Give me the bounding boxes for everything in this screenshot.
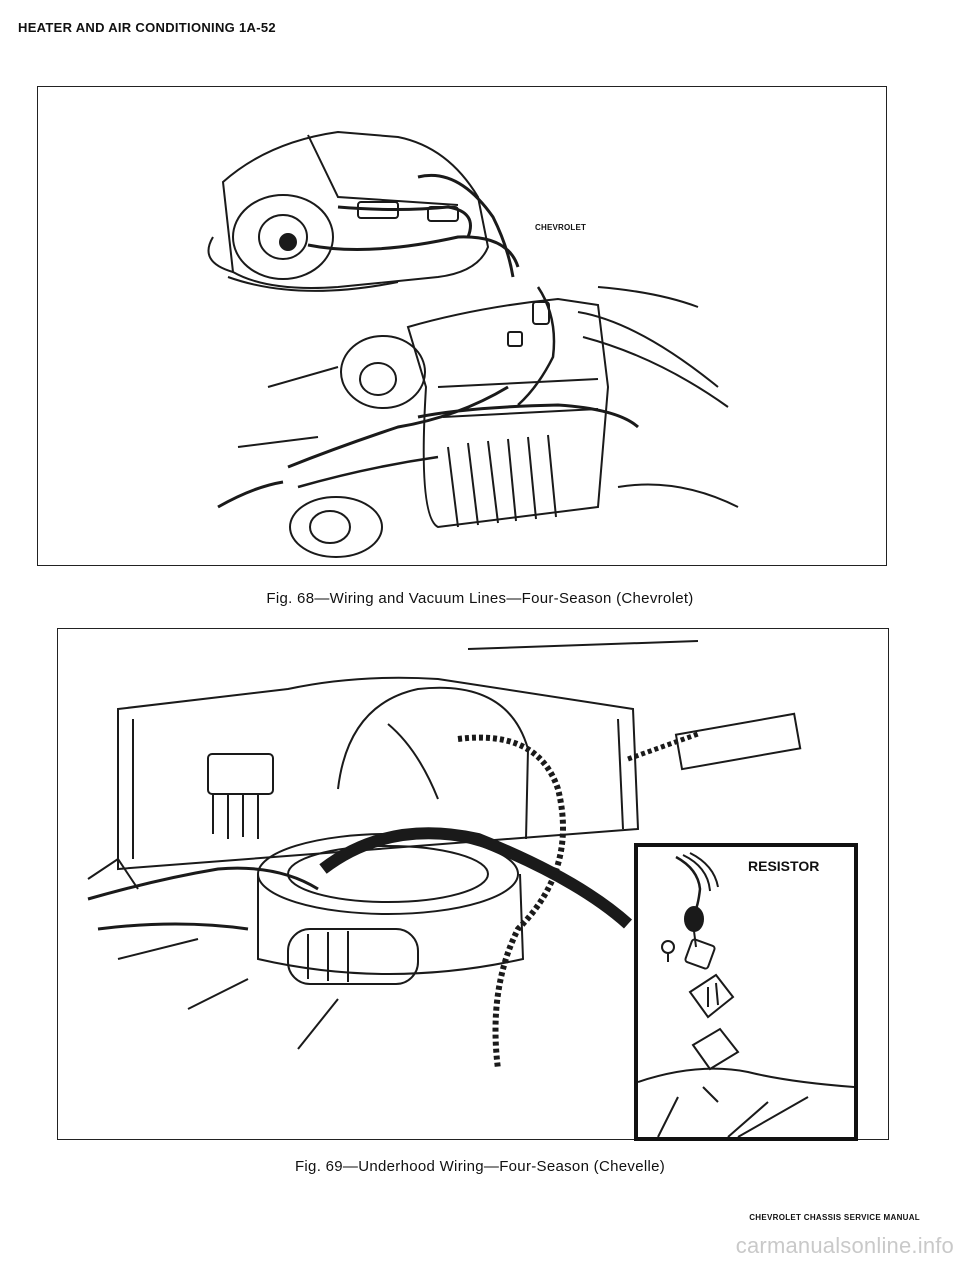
figure-69: RESISTOR <box>57 628 889 1141</box>
callout-chevrolet: CHEVROLET <box>535 223 587 232</box>
figure-68-caption: Fig. 68—Wiring and Vacuum Lines—Four-Sea… <box>266 590 694 607</box>
figure-68: CHEVROLET <box>37 86 887 566</box>
callout-resistor: RESISTOR <box>748 858 820 874</box>
resistor-inset-illustration <box>638 852 854 1137</box>
page-header: HEATER AND AIR CONDITIONING 1A-52 <box>18 20 276 35</box>
watermark: carmanualsonline.info <box>735 1233 954 1258</box>
page-footer: CHEVROLET CHASSIS SERVICE MANUAL <box>749 1213 920 1222</box>
figure-69-illustration <box>87 640 802 1070</box>
figure-68-illustration <box>207 130 739 558</box>
figure-69-caption: Fig. 69—Underhood Wiring—Four-Season (Ch… <box>294 1158 666 1175</box>
resistor-inset: RESISTOR <box>634 843 858 1141</box>
